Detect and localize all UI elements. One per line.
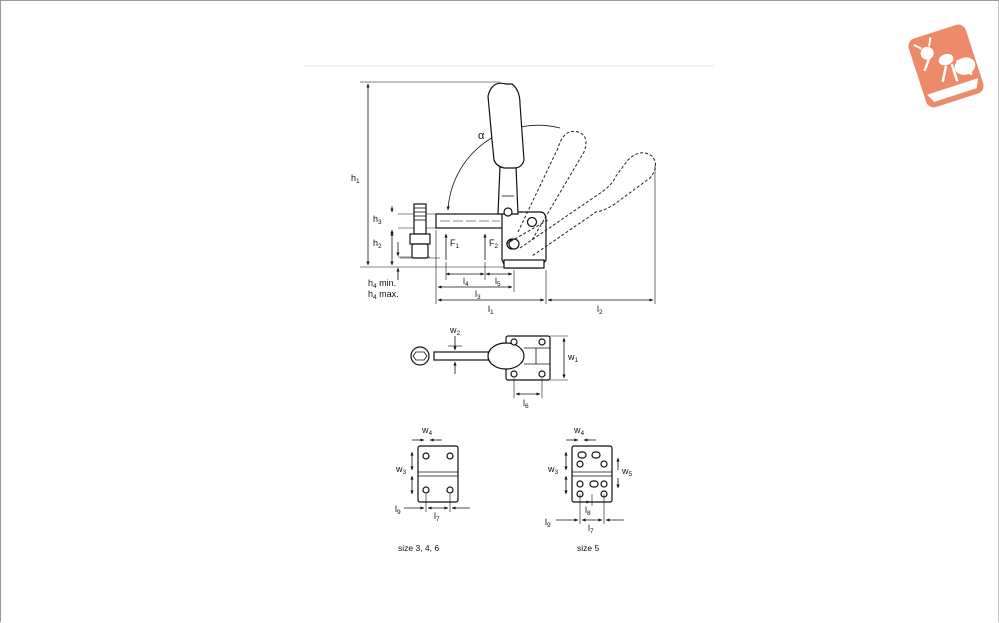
label-h3: h3: [373, 214, 382, 226]
top-view: w2 w1 l6: [410, 325, 579, 410]
label-l1: l1: [488, 304, 494, 316]
label-w1: w1: [567, 352, 579, 364]
label-b-l9: l9: [545, 517, 551, 529]
label-l2: l2: [597, 304, 603, 316]
label-l3: l3: [475, 289, 481, 301]
label-h1: h1: [351, 173, 360, 185]
label-b-l8: l8: [585, 505, 591, 517]
label-a-l9: l9: [395, 504, 401, 516]
side-view: h1 h3 h2 h4 min. h4 max. α F1 F2 l4 l5 l…: [351, 81, 656, 316]
label-h4-min: h4 min.: [368, 278, 396, 290]
label-a-w3: w3: [395, 464, 407, 476]
label-alpha: α: [478, 130, 485, 142]
label-b-l7: l7: [588, 523, 594, 535]
caption-size-3-4-6: size 3, 4, 6: [398, 543, 439, 553]
label-F2: F2: [489, 238, 499, 250]
label-a-l7: l7: [434, 511, 440, 523]
label-F1: F1: [450, 238, 460, 250]
label-h2: h2: [373, 238, 382, 250]
label-a-w4: w4: [421, 425, 433, 437]
label-l4: l4: [463, 276, 469, 288]
label-b-w4: w4: [573, 425, 585, 437]
label-w2: w2: [449, 325, 461, 337]
label-l5: l5: [495, 276, 501, 288]
label-h4-max: h4 max.: [368, 289, 399, 301]
ant-logo-icon: [908, 24, 984, 108]
label-b-w5: w5: [621, 466, 633, 478]
label-b-w3: w3: [547, 464, 559, 476]
base-plate-size-3-4-6: w4 w3 l9 l7 size 3, 4, 6: [395, 425, 470, 553]
label-l6: l6: [523, 398, 529, 410]
caption-size-5: size 5: [577, 543, 599, 553]
base-plate-size-5: w4 w3 w5 l8 l9 l7 size 5: [545, 425, 633, 553]
